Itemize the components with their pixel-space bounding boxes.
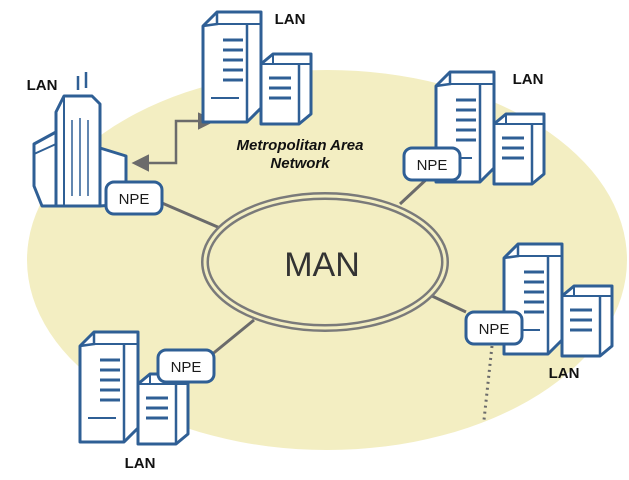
npe-label: NPE (119, 191, 150, 208)
link-upper-left (154, 198, 221, 230)
lan-node-upper-left: NPE LAN (27, 72, 164, 216)
npe-label: NPE (171, 359, 202, 376)
link-bottom-left (209, 318, 255, 358)
npe-label: NPE (479, 321, 510, 338)
office-building-icon (32, 72, 128, 208)
man-label: MAN (284, 246, 360, 284)
diagram-title-line2: Network (270, 155, 330, 172)
lan-label: LAN (125, 455, 156, 472)
diagram-title-line1: Metropolitan Area (237, 137, 364, 154)
dotted-extension (482, 345, 494, 421)
lan-label: LAN (549, 365, 580, 382)
lan-node-upper-right: NPE LAN (402, 70, 546, 186)
connection-arrow (131, 112, 216, 172)
server-cabinet-icon (201, 10, 313, 126)
npe-label: NPE (417, 157, 448, 174)
lan-node-top: LAN (201, 10, 313, 126)
link-right (431, 294, 467, 314)
network-links (154, 174, 494, 421)
lan-label: LAN (513, 71, 544, 88)
lan-node-right: NPE LAN (464, 242, 614, 382)
lan-label: LAN (275, 11, 306, 28)
lan-label: LAN (27, 77, 58, 94)
lan-node-bottom-left: NPE LAN (78, 330, 216, 472)
man-ring (201, 192, 449, 332)
